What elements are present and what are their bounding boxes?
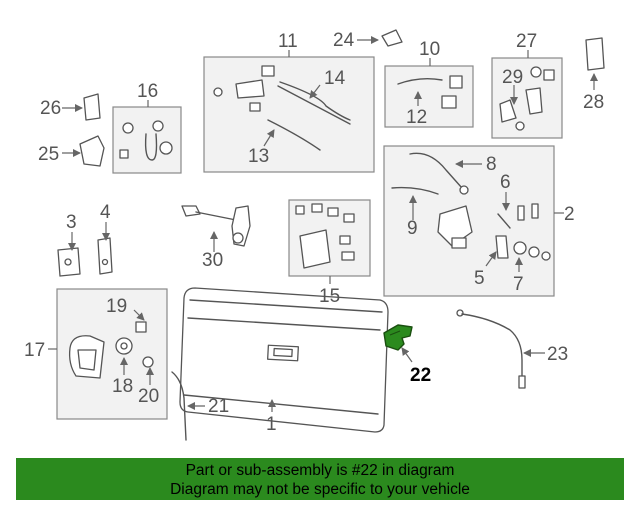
rod-part-21 [171, 371, 187, 441]
handle-part-30 [181, 205, 251, 247]
part-25 [79, 135, 105, 167]
callout-21: 21 [208, 396, 229, 417]
cable-part-23 [456, 309, 526, 389]
part-22-highlighted [383, 324, 413, 351]
callout-1: 1 [266, 414, 277, 435]
callout-11: 11 [278, 31, 298, 52]
callout-28: 28 [583, 92, 604, 113]
callout-15: 15 [319, 286, 340, 307]
callout-14: 14 [324, 68, 346, 89]
leader-lines [48, 36, 598, 412]
box-2-parts [391, 152, 551, 261]
box-16-parts [119, 120, 173, 161]
callout-27: 27 [516, 31, 537, 52]
callout-13: 13 [248, 146, 269, 167]
callout-2: 2 [564, 204, 575, 225]
callout-24: 24 [333, 30, 355, 51]
box-15-parts [295, 203, 355, 269]
callout-19: 19 [106, 296, 127, 317]
box-11-parts [213, 65, 351, 151]
box-27-parts [499, 66, 555, 131]
callout-20: 20 [138, 386, 159, 407]
callout-9: 9 [407, 218, 418, 239]
box-11 [203, 56, 375, 173]
callout-17: 17 [24, 340, 45, 361]
callout-6: 6 [500, 172, 511, 193]
tailgate-part-1 [179, 287, 389, 433]
callout-5: 5 [474, 268, 485, 289]
callout-25: 25 [38, 144, 59, 165]
callout-4: 4 [100, 202, 111, 223]
part-28 [585, 37, 605, 71]
callout-29: 29 [502, 67, 523, 88]
callout-30: 30 [202, 250, 223, 271]
callout-12: 12 [406, 107, 427, 128]
banner-line-1: Part or sub-assembly is #22 in diagram [185, 462, 455, 479]
callout-labels: 1 2 3 4 5 6 7 8 9 10 11 12 13 14 15 16 1… [24, 30, 604, 435]
callout-10: 10 [419, 39, 440, 60]
banner-line-2: Diagram may not be specific to your vehi… [170, 481, 470, 498]
info-banner: Part or sub-assembly is #22 in diagram D… [16, 458, 624, 500]
callout-16: 16 [137, 81, 158, 102]
callout-8: 8 [486, 154, 497, 175]
callout-22: 22 [410, 365, 431, 386]
part-26 [83, 93, 101, 121]
callout-7: 7 [513, 274, 524, 295]
callout-23: 23 [547, 344, 568, 365]
box-16 [112, 106, 182, 174]
box-10-parts [397, 75, 463, 109]
box-17-parts [68, 321, 154, 379]
callout-26: 26 [40, 98, 61, 119]
box-10 [384, 65, 474, 128]
part-3 [57, 247, 81, 277]
part-24 [381, 29, 403, 47]
part-4 [97, 237, 113, 275]
callout-18: 18 [112, 376, 133, 397]
callout-3: 3 [66, 212, 77, 233]
